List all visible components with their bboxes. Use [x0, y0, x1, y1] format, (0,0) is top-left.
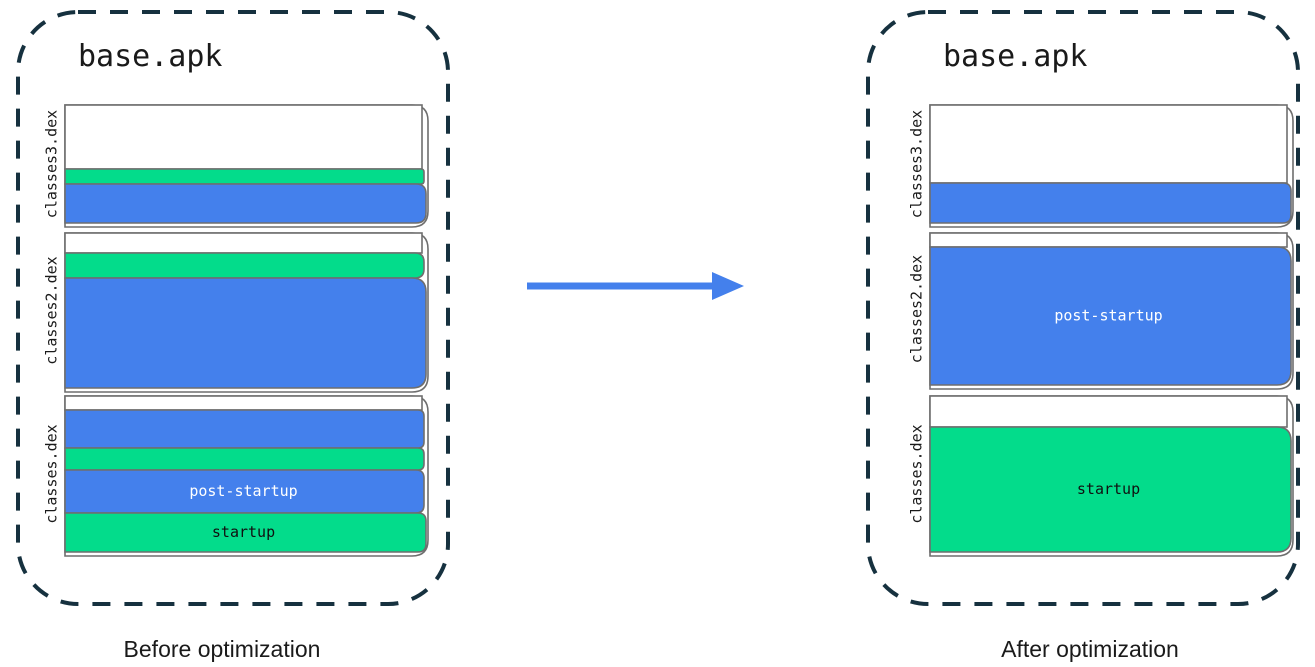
dex-segment-startup [929, 426, 1292, 553]
dex-file-label: classes2.dex [43, 256, 61, 364]
segment-label-startup: startup [212, 523, 275, 541]
dex-file-block: classes.dex post-startup startup [43, 395, 429, 557]
segment-label-post-startup: post-startup [1054, 307, 1162, 325]
segment-label-startup: startup [1077, 480, 1140, 498]
dex-segment-empty [929, 232, 1288, 248]
dex-segment-empty [64, 232, 423, 254]
dex-segment-empty [64, 104, 423, 170]
dex-file-label: classes.dex [908, 424, 926, 523]
panel-before: base.apk classes3.dex classes2.dex classes.… [16, 10, 450, 606]
panel-after: base.apk classes3.dex classes2.dex post-sta… [866, 10, 1300, 606]
dex-segment-post-startup [64, 409, 425, 449]
dex-file-label: classes2.dex [908, 255, 926, 363]
apk-title: base.apk [78, 39, 223, 74]
dex-segment-startup [64, 512, 427, 553]
dex-file-label: classes.dex [43, 424, 61, 523]
dex-file-block: classes3.dex [908, 104, 1294, 228]
panel-caption: After optimization [1001, 636, 1179, 662]
dex-file-block: classes3.dex [43, 104, 429, 228]
dex-file-block: classes2.dex [43, 232, 429, 393]
dex-file-block: classes.dex startup [908, 395, 1294, 557]
apk-title: base.apk [943, 39, 1088, 74]
dex-segment-empty [929, 104, 1288, 184]
apk-container-outline [16, 10, 450, 606]
dex-segment-post-startup [64, 183, 427, 224]
apk-container-outline [866, 10, 1300, 606]
dex-segment-post-startup [929, 182, 1292, 224]
dex-segment-startup [64, 447, 425, 471]
dex-file-block: classes2.dex post-startup [908, 232, 1294, 390]
dex-segment-post-startup [64, 277, 427, 389]
dex-segment-empty [64, 395, 423, 411]
dex-segment-startup [64, 168, 425, 185]
dex-file-label: classes3.dex [908, 110, 926, 218]
dex-segment-empty [929, 395, 1288, 428]
dex-file-label: classes3.dex [43, 110, 61, 218]
arrow-head-icon [712, 272, 744, 300]
dex-segment-post-startup [929, 246, 1292, 386]
segment-label-post-startup: post-startup [189, 482, 297, 500]
panel-caption: Before optimization [124, 636, 321, 662]
dex-segment-startup [64, 252, 425, 279]
transformation-arrow [527, 272, 744, 300]
